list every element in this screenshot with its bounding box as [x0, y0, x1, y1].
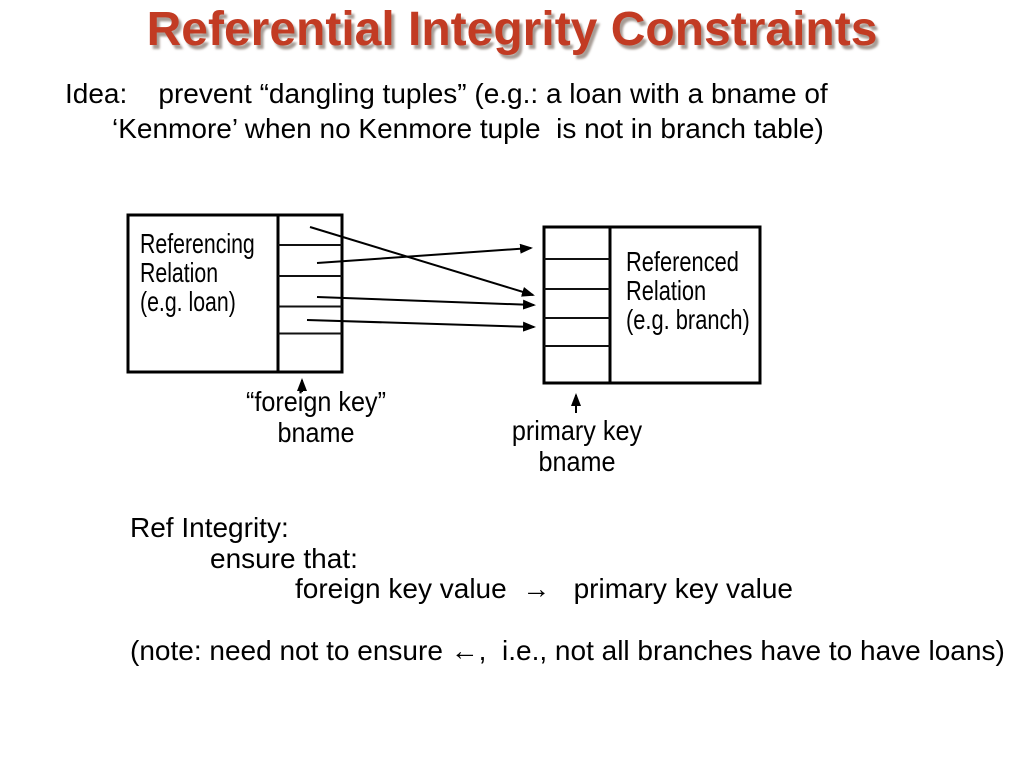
tuple-link-arrow-2: [316, 243, 533, 264]
primary-key-label: primary key bname: [478, 415, 676, 477]
idea-text-line1: Idea: prevent “dangling tuples” (e.g.: a…: [65, 78, 828, 109]
foreign-key-label-line2: bname: [277, 417, 355, 448]
referenced-relation-label-line1: Referenced: [626, 246, 739, 277]
referenced-relation-label: Referenced Relation (e.g. branch): [626, 247, 750, 334]
page-title: Referential Integrity Constraints: [146, 3, 878, 56]
referencing-relation-label-line1: Referencing: [140, 228, 255, 259]
foreign-key-label: “foreign key” bname: [217, 386, 415, 448]
primary-key-label-line1: primary key: [511, 415, 643, 446]
foreign-key-column-rows: [278, 244, 342, 335]
foreign-key-label-line1: “foreign key”: [245, 386, 387, 417]
referencing-relation-label-line2: Relation: [140, 257, 219, 288]
tuple-link-arrow-1: [309, 226, 535, 297]
referenced-relation-label-line3: (e.g. branch): [626, 304, 750, 335]
idea-text-line2: ‘Kenmore’ when no Kenmore tuple is not i…: [112, 113, 824, 144]
tuple-link-arrow-4: [306, 319, 536, 332]
primary-key-label-line2: bname: [538, 446, 616, 477]
note-text: (note: need not to ensure ←, i.e., not a…: [130, 635, 1005, 666]
referencing-relation-box: [126, 213, 344, 374]
referenced-relation-box: [542, 225, 762, 385]
referenced-relation-label-line2: Relation: [626, 275, 707, 306]
referencing-relation-label: Referencing Relation (e.g. loan): [140, 229, 255, 316]
ensure-that-text: ensure that:: [210, 543, 358, 574]
ref-integrity-heading: Ref Integrity:: [130, 512, 289, 543]
primary-key-column-rows: [544, 258, 610, 347]
tuple-link-arrow-3: [316, 296, 536, 310]
fk-implies-pk-rule-text: foreign key value → primary key value: [295, 573, 793, 604]
referencing-relation-label-line3: (e.g. loan): [140, 286, 236, 317]
